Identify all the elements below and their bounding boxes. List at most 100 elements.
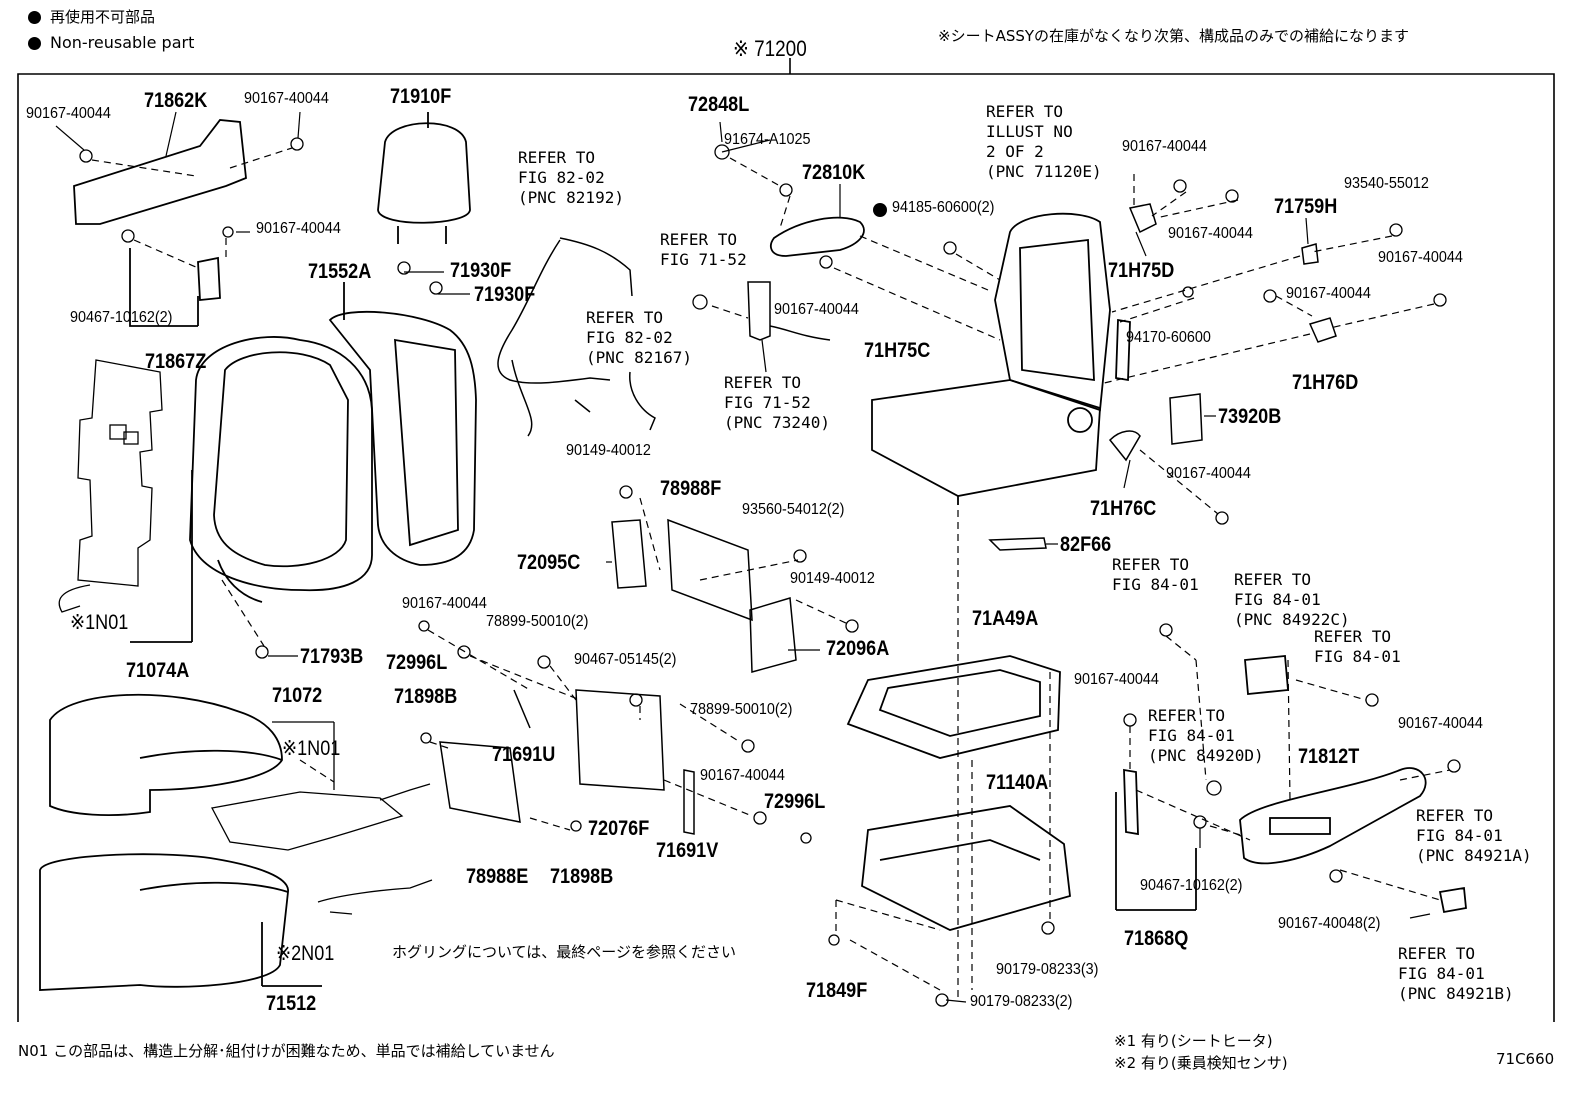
part-78988F: 78988F	[660, 477, 722, 500]
refer-fig-84-01-f: REFER TO FIG 84-01 (PNC 84921B)	[1398, 944, 1514, 1003]
hog-ring-note: ホグリングについては、最終ページを参照ください	[392, 943, 736, 961]
part-72996L-2: 72996L	[764, 790, 826, 813]
seat-frame-drawing	[871, 212, 1131, 505]
occupant-sensor-drawing	[317, 879, 433, 915]
part-71552A: 71552A	[308, 260, 372, 283]
part-90179-a: 90179-08233(3)	[996, 961, 1099, 978]
part-71862K: 71862K	[144, 89, 208, 112]
part-90167-h: 90167-40044	[1168, 225, 1253, 242]
part-90167-k: 90167-40044	[1166, 465, 1251, 482]
part-90149-b: 90149-40012	[790, 570, 875, 587]
part-71898B-2: 71898B	[550, 865, 614, 888]
part-71930F-1: 71930F	[450, 259, 512, 282]
part-90167-c: 90167-40044	[256, 220, 341, 237]
part-90167-e: 90167-40044	[700, 767, 785, 784]
fastener-icons	[79, 137, 1461, 1007]
part-71930F-2: 71930F	[474, 283, 536, 306]
part-90167-m: 90167-40044	[1398, 715, 1483, 732]
part-90167-g: 90167-40044	[1122, 138, 1207, 155]
part-71691V: 71691V	[656, 839, 719, 862]
part-71793B: 71793B	[300, 645, 364, 668]
part-71512: 71512	[266, 992, 317, 1015]
part-90467-05145: 90467-05145(2)	[574, 651, 677, 668]
part-72848L: 72848L	[688, 93, 750, 116]
refer-fig-71-52-b: REFER TO FIG 71-52 (PNC 73240)	[724, 373, 830, 432]
legend-en-text: Non-reusable part	[50, 33, 195, 52]
refer-fig-71-52-a: REFER TO FIG 71-52	[660, 230, 747, 269]
part-90149-a: 90149-40012	[566, 442, 651, 459]
part-71H75D: 71H75D	[1108, 259, 1175, 282]
part-90167-40048: 90167-40048(2)	[1278, 915, 1381, 932]
part-72810K: 72810K	[802, 161, 866, 184]
seatback-pad-drawing	[328, 282, 477, 566]
part-72076F: 72076F	[588, 817, 650, 840]
part-N01-a: ※1N01	[70, 611, 129, 634]
part-90167-d: 90167-40044	[402, 595, 487, 612]
part-N01-b: ※1N01	[282, 737, 341, 760]
part-72096A: 72096A	[826, 637, 890, 660]
refer-fig-84-01-b: REFER TO FIG 84-01 (PNC 84922C)	[1234, 570, 1350, 629]
part-94170: 94170-60600	[1126, 329, 1211, 346]
part-90167-a: 90167-40044	[244, 90, 329, 107]
refer-fig-82-02-b: REFER TO FIG 82-02 (PNC 82167)	[586, 308, 692, 367]
refer-fig-84-01-a: REFER TO FIG 84-01	[1112, 555, 1199, 594]
part-91674: 91674-A1025	[724, 131, 811, 148]
cushion-heater-drawing	[211, 721, 431, 851]
side-trim-drawing	[1115, 655, 1467, 914]
part-90167-b: 90167-40044	[26, 105, 111, 122]
wire-harness-drawing	[497, 237, 656, 437]
part-93560: 93560-54012(2)	[742, 501, 845, 518]
part-90167-f: 90167-40044	[774, 301, 859, 318]
part-71910F: 71910F	[390, 85, 452, 108]
assy-code: ※ 71200	[733, 36, 807, 61]
part-71H75C: 71H75C	[864, 339, 931, 362]
part-82F66: 82F66	[1060, 533, 1112, 556]
part-90467-10162-a: 90467-10162(2)	[70, 309, 173, 326]
part-90179-b: 90179-08233(2)	[970, 993, 1073, 1010]
bullet-icon	[28, 11, 41, 24]
bracket-drawings	[439, 518, 797, 835]
part-90467-10162-b: 90467-10162(2)	[1140, 877, 1243, 894]
n01-note: N01 この部品は、構造上分解･組付けが困難なため、単品では補給していません	[18, 1042, 555, 1060]
footnote-1: ※1 有り(シートヒータ)	[1114, 1032, 1273, 1050]
seatback-cover-drawing	[130, 336, 373, 643]
legend-jp-text: 再使用不可部品	[50, 8, 156, 26]
part-71H76D: 71H76D	[1292, 371, 1359, 394]
part-71A49A: 71A49A	[972, 607, 1039, 630]
assembly-frame	[17, 58, 1555, 1022]
part-78899-a: 78899-50010(2)	[486, 613, 589, 630]
part-93540: 93540-55012	[1344, 175, 1429, 192]
part-71867Z: 71867Z	[145, 350, 207, 373]
leader-lines	[91, 147, 1451, 1000]
part-71868Q: 71868Q	[1124, 927, 1189, 950]
refer-fig-84-01-d: REFER TO FIG 84-01 (PNC 84920D)	[1148, 706, 1264, 765]
part-94185: 94185-60600(2)	[892, 199, 995, 216]
refer-fig-84-01-c: REFER TO FIG 84-01	[1314, 627, 1401, 666]
clip-drawings	[988, 203, 1337, 551]
armrest-drawing	[770, 216, 865, 257]
part-90167-i: 90167-40044	[1378, 249, 1463, 266]
cushion-cover-drawing	[39, 693, 322, 991]
part-71691U: 71691U	[492, 743, 556, 766]
buckle-drawing	[747, 281, 831, 341]
part-71140A: 71140A	[986, 771, 1049, 794]
legend-jp: 再使用不可部品	[28, 10, 155, 25]
upper-trim-drawing	[73, 119, 247, 327]
part-72996L-1: 72996L	[386, 651, 448, 674]
part-90167-l: 90167-40044	[1074, 671, 1159, 688]
part-90167-j: 90167-40044	[1286, 285, 1371, 302]
part-71074A: 71074A	[126, 659, 190, 682]
part-71072: 71072	[272, 684, 323, 707]
illustration-code: 71C660	[1496, 1050, 1555, 1068]
headrest-drawing	[377, 112, 471, 244]
refer-fig-84-01-e: REFER TO FIG 84-01 (PNC 84921A)	[1416, 806, 1532, 865]
non-reusable-marker	[873, 203, 887, 217]
stock-note: ※シートASSYの在庫がなくなり次第、構成品のみでの補給になります	[938, 27, 1410, 45]
rail-assembly-drawing	[846, 655, 1061, 759]
part-78988E: 78988E	[466, 865, 529, 888]
part-73920B: 73920B	[1218, 405, 1282, 428]
refer-illust-2-of-2: REFER TO ILLUST NO 2 OF 2 (PNC 71120E)	[986, 102, 1102, 181]
part-71759H: 71759H	[1274, 195, 1338, 218]
